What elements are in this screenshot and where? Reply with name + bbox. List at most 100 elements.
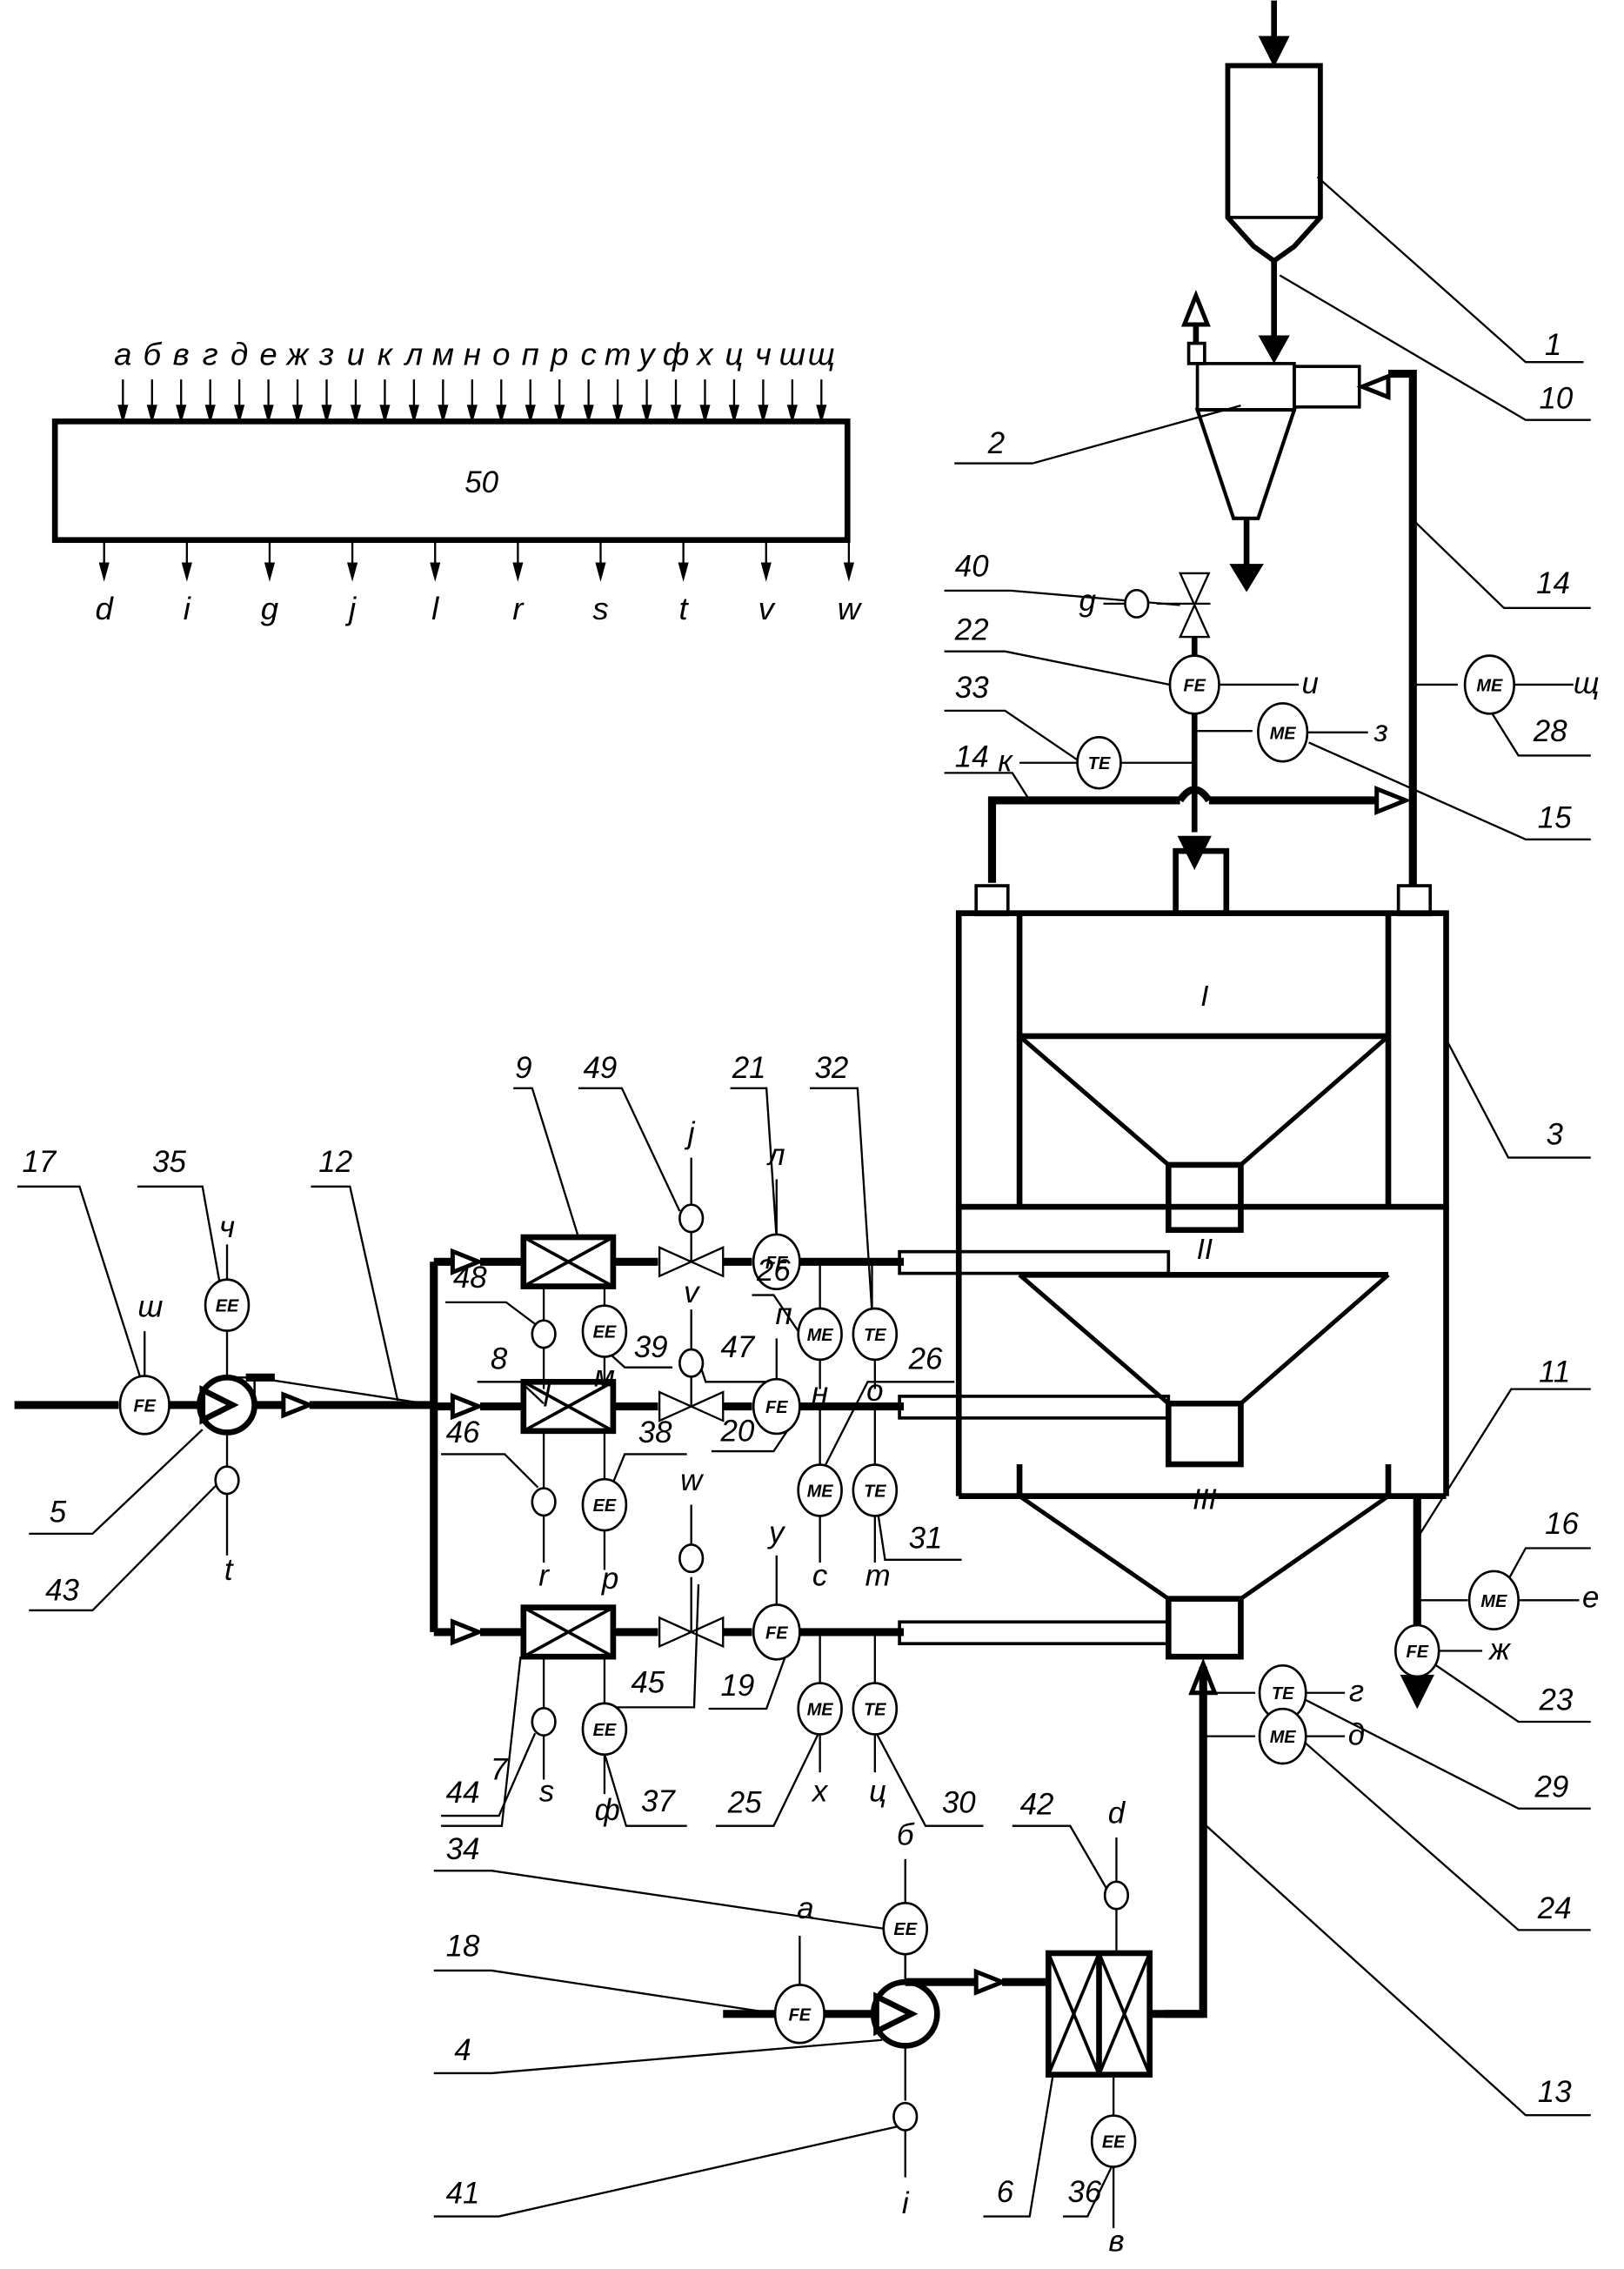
flow-arrow-down-icon: [1229, 564, 1264, 592]
line: [1046, 1952, 1101, 2076]
leader-26a: [752, 1294, 799, 1332]
controller-input-arrow-icon: [466, 405, 478, 425]
signal-label: ч: [219, 1210, 235, 1244]
callout-36: 36: [1067, 2175, 1101, 2209]
control-valve-47-icon: [688, 1390, 725, 1422]
leader-7: [441, 1657, 522, 1827]
leader-8: [477, 1381, 545, 1405]
callout-44: 44: [446, 1776, 480, 1810]
actuator-icon: [531, 1319, 557, 1349]
controller-input-arrow-icon: [816, 405, 827, 425]
callout-13: 13: [1538, 2075, 1572, 2109]
instruments-layer: [118, 588, 1520, 2168]
ee-sensor-label: EE: [216, 1297, 239, 1316]
me-sensor-label: ME: [807, 1700, 834, 1719]
signal-label: с: [812, 1559, 828, 1593]
leader-33: [944, 709, 1079, 761]
ee-sensor-icon: [581, 1304, 628, 1358]
leader-48: [445, 1301, 536, 1325]
leader-16: [1508, 1547, 1591, 1578]
callout-10: 10: [1539, 381, 1573, 415]
callout-14: 14: [955, 740, 989, 774]
callout-43: 43: [45, 1573, 79, 1607]
te-sensor-label: TE: [864, 1326, 886, 1345]
signal-label: б: [897, 1817, 915, 1851]
injection-tube: [898, 1620, 1171, 1646]
control-valve-49-icon: [688, 1246, 725, 1278]
controller-output-signal: i: [184, 591, 191, 626]
callout-19: 19: [720, 1669, 754, 1703]
column-shell: [955, 910, 1449, 1210]
te-sensor-label: TE: [1088, 754, 1111, 773]
controller-input-arrow-icon: [554, 405, 565, 425]
leader-24: [1305, 1743, 1591, 1931]
leader-12: [311, 1185, 399, 1402]
signal-label: w: [680, 1463, 705, 1497]
controller-input-signal: ж: [284, 337, 310, 372]
te-sensor-label: TE: [864, 1700, 886, 1719]
fe-sensor-icon: [752, 1233, 801, 1291]
flow-arrow-right-icon: [281, 1391, 316, 1419]
cyclone-top: [1195, 362, 1296, 412]
ee-sensor-icon: [581, 1477, 628, 1532]
controller-input-arrow-icon: [204, 405, 216, 425]
callout-24: 24: [1537, 1891, 1572, 1925]
callout-14: 14: [1536, 566, 1570, 600]
flow-arrow-down-icon: [1258, 335, 1290, 364]
fe-sensor-icon: [752, 1603, 801, 1661]
te-sensor-icon: [852, 1307, 899, 1362]
signal-label: ц: [869, 1774, 886, 1808]
controller-input-signal: ч: [755, 337, 772, 372]
callout-11: 11: [1539, 1355, 1570, 1389]
callout-18: 18: [446, 1929, 480, 1963]
feed-arrow-icon: [1258, 36, 1290, 68]
leader-31: [876, 1511, 962, 1561]
control-valve-45-icon: [658, 1616, 694, 1649]
ee-sensor-icon: [581, 1702, 628, 1757]
controller-output-arrow-icon: [430, 562, 441, 582]
callout-48: 48: [453, 1261, 487, 1295]
te-sensor-icon: [852, 1682, 899, 1736]
controller-input-arrow-icon: [146, 405, 157, 425]
te-sensor-icon: [852, 1463, 899, 1517]
flow-arrow-right-icon: [450, 1248, 485, 1275]
controller-output-arrow-icon: [264, 562, 276, 582]
leader-34: [433, 1870, 884, 1930]
leader-46: [441, 1453, 539, 1489]
controller-output-signal: t: [679, 591, 690, 626]
callout-15: 15: [1538, 801, 1572, 835]
recycle-line-14: [987, 796, 1180, 883]
flow-arrow-right-icon: [450, 1392, 485, 1421]
actuator-icon: [678, 1543, 705, 1574]
leader-11: [1419, 1388, 1591, 1535]
leader-4: [433, 2038, 883, 2075]
controller-input-signal: д: [231, 337, 248, 372]
controller-input-signal: г: [203, 337, 218, 372]
controller-input-arrow-icon: [496, 405, 507, 425]
leader-40: [944, 589, 1180, 606]
controller-output-signal: w: [838, 591, 863, 626]
fe-sensor-label: FE: [765, 1623, 788, 1643]
signal-label: п: [775, 1297, 792, 1331]
controller-output-arrow-icon: [512, 562, 524, 582]
controller-input-arrow-icon: [263, 405, 274, 425]
leader-29: [1305, 1699, 1591, 1810]
controller-input-signal: з: [318, 337, 334, 372]
controller-input-arrow-icon: [379, 405, 391, 425]
leader-39: [608, 1352, 673, 1369]
callout-31: 31: [909, 1521, 943, 1555]
callout-3: 3: [1546, 1118, 1563, 1152]
ee-sensor-label: EE: [593, 1721, 617, 1740]
line: [254, 1376, 434, 1407]
callout-47: 47: [720, 1330, 755, 1364]
return-arrow-left-icon: [1356, 372, 1391, 401]
leader-17: [17, 1185, 142, 1378]
callout-30: 30: [942, 1786, 976, 1820]
leader-32: [810, 1087, 873, 1313]
signal-label: s: [539, 1774, 554, 1808]
callout-23: 23: [1538, 1683, 1573, 1717]
me-sensor-icon: [1467, 1570, 1520, 1631]
fe-sensor-label: FE: [765, 1254, 788, 1273]
